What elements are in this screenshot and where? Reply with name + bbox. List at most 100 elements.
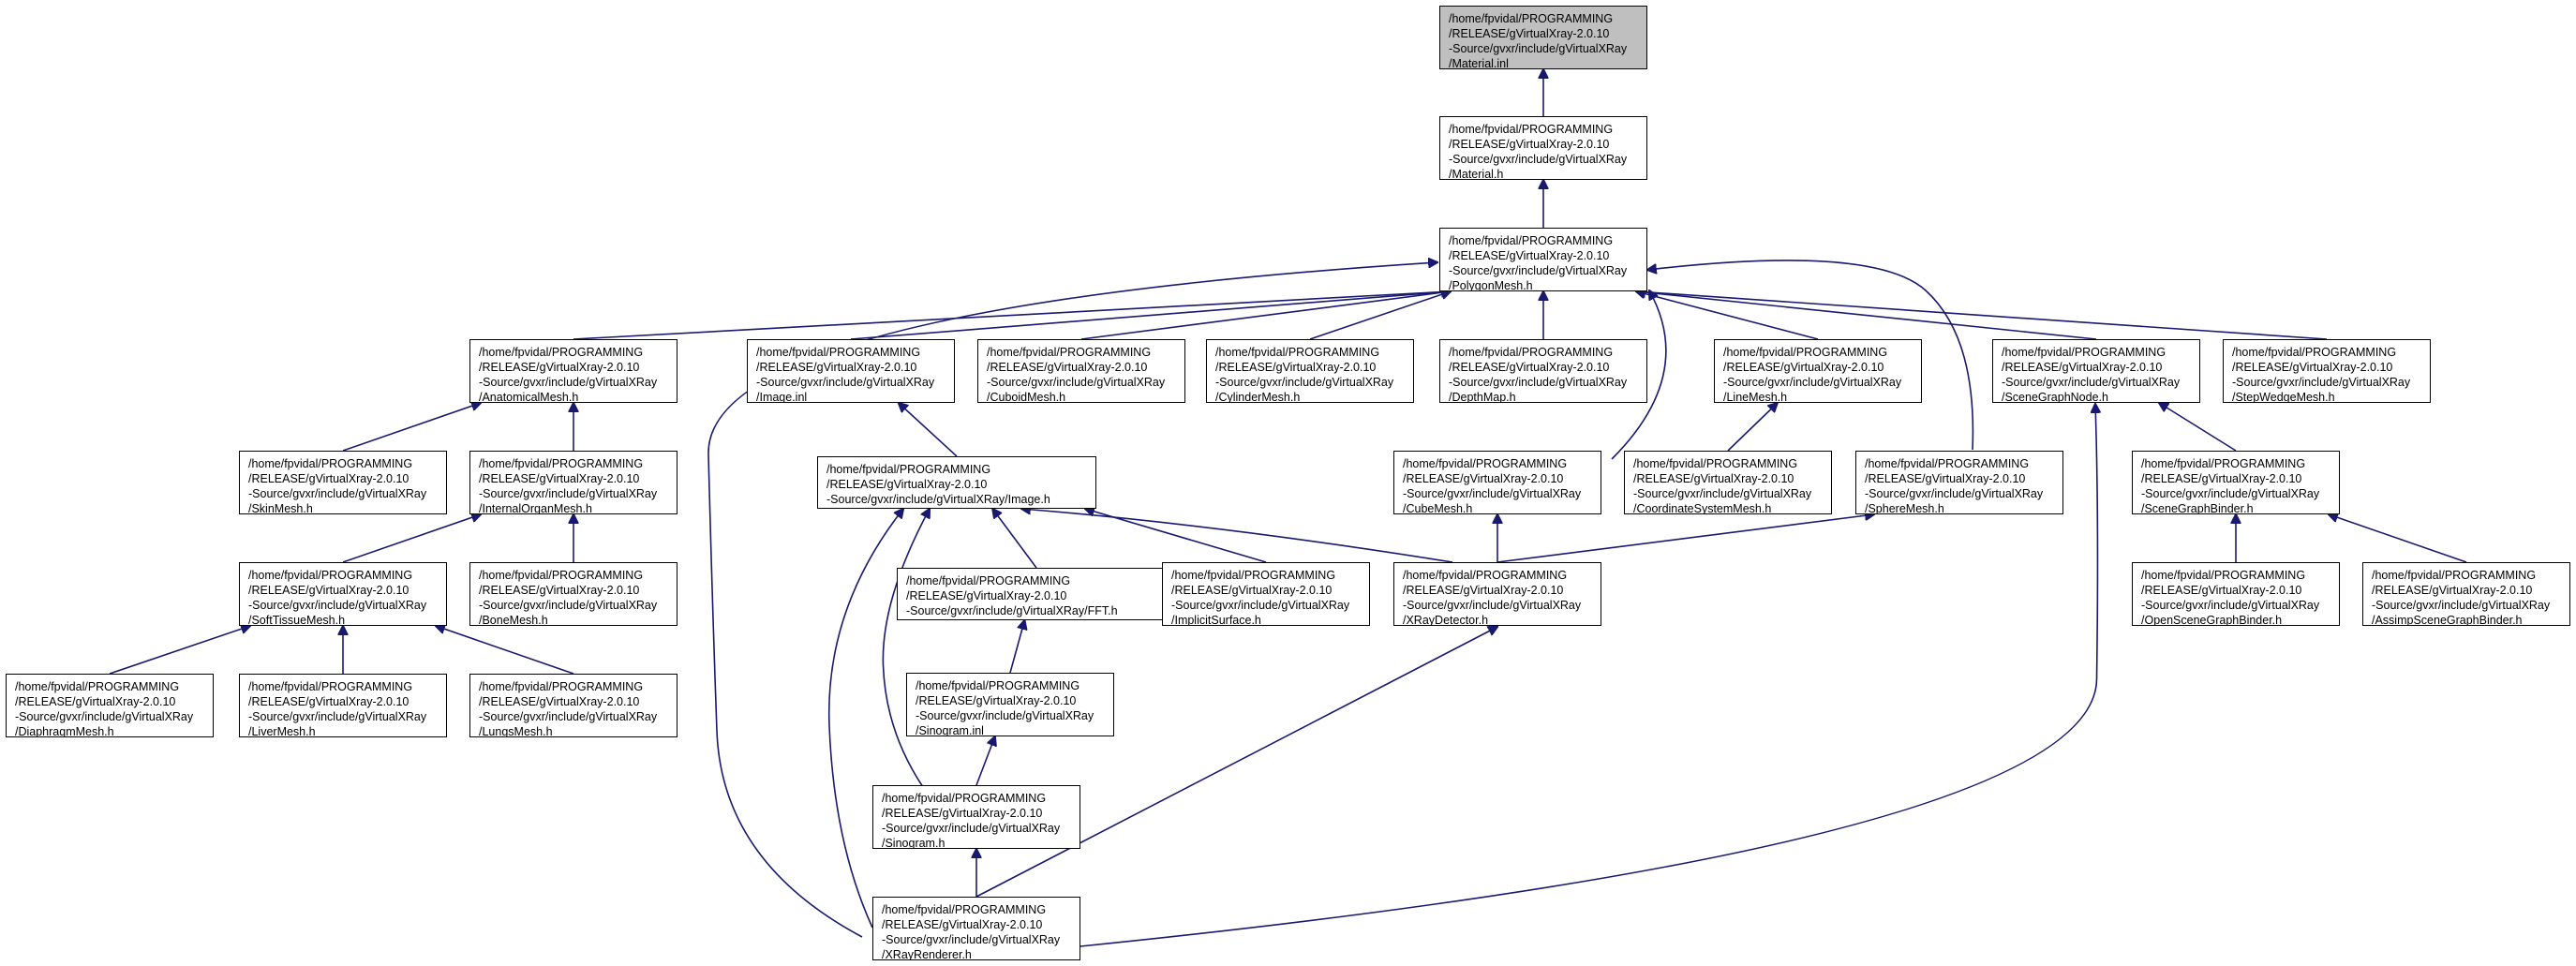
node-cubemesh-h[interactable]: /home/fpvidal/PROGRAMMING/RELEASE/gVirtu…	[1393, 451, 1601, 514]
node-label-line: -Source/gvxr/include/gVirtualXRay	[2141, 487, 2320, 500]
node-label-line: -Source/gvxr/include/gVirtualXRay	[1449, 153, 1628, 166]
node-label-line: /SceneGraphBinder.h	[2141, 502, 2254, 514]
node-livermesh-h[interactable]: /home/fpvidal/PROGRAMMING/RELEASE/gVirtu…	[239, 674, 447, 737]
node-sinogram-h[interactable]: /home/fpvidal/PROGRAMMING/RELEASE/gVirtu…	[872, 785, 1080, 849]
node-coordinatesystemmesh-h[interactable]: /home/fpvidal/PROGRAMMING/RELEASE/gVirtu…	[1624, 451, 1832, 514]
node-label-line: /DiaphragmMesh.h	[15, 725, 114, 737]
node-cylindermesh-h[interactable]: /home/fpvidal/PROGRAMMING/RELEASE/gVirtu…	[1206, 339, 1414, 403]
node-fft-h[interactable]: /home/fpvidal/PROGRAMMING/RELEASE/gVirtu…	[897, 568, 1176, 620]
node-label-line: -Source/gvxr/include/gVirtualXRay	[882, 822, 1061, 835]
edge-scenegraphnode-includes-polygonmesh	[1636, 291, 2097, 340]
node-sinogram-inl[interactable]: /home/fpvidal/PROGRAMMING/RELEASE/gVirtu…	[906, 673, 1114, 736]
node-xrayrenderer-h[interactable]: /home/fpvidal/PROGRAMMING/RELEASE/gVirtu…	[872, 897, 1080, 960]
edge-cuboidmesh-includes-polygonmesh	[1080, 291, 1451, 340]
edge-xrayrenderer-includes-xraydetector	[975, 627, 1497, 898]
node-label-line: /RELEASE/gVirtualXray-2.0.10	[2141, 584, 2302, 597]
node-assimpscenegraphbinder-h[interactable]: /home/fpvidal/PROGRAMMING/RELEASE/gVirtu…	[2362, 562, 2570, 626]
node-label-line: /home/fpvidal/PROGRAMMING	[906, 574, 1071, 587]
node-label-line: /RELEASE/gVirtualXray-2.0.10	[479, 472, 640, 485]
edge-xraydetector-includes-image_h	[1021, 509, 1453, 563]
edge-stepwedgemesh-includes-polygonmesh	[1636, 291, 2328, 340]
edge-sinogram_h-includes-image_h	[882, 509, 930, 788]
node-label-line: /PolygonMesh.h	[1449, 279, 1533, 291]
node-linemesh-h[interactable]: /home/fpvidal/PROGRAMMING/RELEASE/gVirtu…	[1714, 339, 1922, 403]
node-label-line: /SphereMesh.h	[1865, 502, 1944, 514]
node-scenegraphnode-h[interactable]: /home/fpvidal/PROGRAMMING/RELEASE/gVirtu…	[1992, 339, 2200, 403]
edge-assimpscenegraph-includes-scenegraphbinder	[2329, 514, 2467, 563]
node-spheremesh-h[interactable]: /home/fpvidal/PROGRAMMING/RELEASE/gVirtu…	[1855, 451, 2063, 514]
node-label-line: /home/fpvidal/PROGRAMMING	[1449, 346, 1614, 359]
node-skinmesh-h[interactable]: /home/fpvidal/PROGRAMMING/RELEASE/gVirtu…	[239, 451, 447, 514]
edge-sinogram_inl-includes-fft	[1009, 620, 1024, 674]
node-polygonmesh-h[interactable]: /home/fpvidal/PROGRAMMING/RELEASE/gVirtu…	[1439, 228, 1647, 291]
node-label-line: -Source/gvxr/include/gVirtualXRay	[479, 376, 658, 389]
node-label-line: /RELEASE/gVirtualXray-2.0.10	[916, 694, 1077, 707]
node-label-line: -Source/gvxr/include/gVirtualXRay	[1403, 487, 1582, 500]
node-depthmap-h[interactable]: /home/fpvidal/PROGRAMMING/RELEASE/gVirtu…	[1439, 339, 1647, 403]
node-label-line: /LineMesh.h	[1723, 391, 1788, 403]
node-material-h[interactable]: /home/fpvidal/PROGRAMMING/RELEASE/gVirtu…	[1439, 116, 1647, 180]
node-label-line: -Source/gvxr/include/gVirtualXRay	[882, 933, 1061, 946]
node-label-line: /home/fpvidal/PROGRAMMING	[479, 680, 644, 693]
node-label-line: /home/fpvidal/PROGRAMMING	[1633, 457, 1798, 470]
node-label-line: -Source/gvxr/include/gVirtualXRay	[1449, 264, 1628, 277]
node-label-line: /home/fpvidal/PROGRAMMING	[1865, 457, 2030, 470]
node-label-line: /RELEASE/gVirtualXray-2.0.10	[756, 361, 917, 374]
edge-scenegraphbinder-includes-scenegraphnode	[2159, 403, 2237, 452]
node-lungsmesh-h[interactable]: /home/fpvidal/PROGRAMMING/RELEASE/gVirtu…	[469, 674, 678, 737]
node-label-line: -Source/gvxr/include/gVirtualXRay	[479, 599, 658, 612]
node-image-inl[interactable]: /home/fpvidal/PROGRAMMING/RELEASE/gVirtu…	[747, 339, 955, 403]
node-internalorganmesh-h[interactable]: /home/fpvidal/PROGRAMMING/RELEASE/gVirtu…	[469, 451, 678, 514]
node-label-line: /AnatomicalMesh.h	[479, 391, 579, 403]
edge-image_h-includes-image_inl	[899, 403, 958, 457]
node-label-line: -Source/gvxr/include/gVirtualXRay/Image.…	[826, 493, 1050, 506]
node-label-line: /CylinderMesh.h	[1215, 391, 1301, 403]
node-image-h[interactable]: /home/fpvidal/PROGRAMMING/RELEASE/gVirtu…	[817, 456, 1096, 509]
node-label-line: /home/fpvidal/PROGRAMMING	[1449, 123, 1614, 136]
node-label-line: -Source/gvxr/include/gVirtualXRay	[248, 599, 427, 612]
edge-coordsys-includes-linemesh	[1727, 403, 1778, 452]
node-label-line: /home/fpvidal/PROGRAMMING	[826, 463, 991, 476]
node-label-line: -Source/gvxr/include/gVirtualXRay	[2372, 599, 2551, 612]
node-label-line: /home/fpvidal/PROGRAMMING	[916, 679, 1080, 692]
node-label-line: /RELEASE/gVirtualXray-2.0.10	[479, 361, 640, 374]
node-label-line: /RELEASE/gVirtualXray-2.0.10	[2232, 361, 2393, 374]
node-label-line: -Source/gvxr/include/gVirtualXRay	[1449, 376, 1628, 389]
node-label-line: -Source/gvxr/include/gVirtualXRay	[248, 487, 427, 500]
node-label-line: /RELEASE/gVirtualXray-2.0.10	[248, 695, 409, 708]
node-label-line: /Image.inl	[756, 391, 808, 403]
node-label-line: /home/fpvidal/PROGRAMMING	[15, 680, 180, 693]
node-label-line: /RELEASE/gVirtualXray-2.0.10	[2141, 472, 2302, 485]
node-cuboidmesh-h[interactable]: /home/fpvidal/PROGRAMMING/RELEASE/gVirtu…	[977, 339, 1185, 403]
node-label-line: /SoftTissueMesh.h	[248, 614, 346, 626]
node-anatomicalmesh-h[interactable]: /home/fpvidal/PROGRAMMING/RELEASE/gVirtu…	[469, 339, 678, 403]
node-label-line: /RELEASE/gVirtualXray-2.0.10	[2002, 361, 2163, 374]
node-label-line: /RELEASE/gVirtualXray-2.0.10	[1171, 584, 1333, 597]
node-label-line: -Source/gvxr/include/gVirtualXRay	[1171, 599, 1350, 612]
node-label-line: /CoordinateSystemMesh.h	[1633, 502, 1772, 514]
node-openscenegraphbinder-h[interactable]: /home/fpvidal/PROGRAMMING/RELEASE/gVirtu…	[2132, 562, 2340, 626]
edge-cubemesh-includes-polygonmesh	[1611, 290, 1667, 460]
node-label-line: /home/fpvidal/PROGRAMMING	[2002, 346, 2167, 359]
node-label-line: /home/fpvidal/PROGRAMMING	[248, 457, 413, 470]
node-label-line: -Source/gvxr/include/gVirtualXRay	[479, 710, 658, 723]
node-softtissuemesh-h[interactable]: /home/fpvidal/PROGRAMMING/RELEASE/gVirtu…	[239, 562, 447, 626]
node-label-line: /RELEASE/gVirtualXray-2.0.10	[1449, 138, 1610, 151]
node-label-line: /StepWedgeMesh.h	[2232, 391, 2335, 403]
node-label-line: /RELEASE/gVirtualXray-2.0.10	[479, 695, 640, 708]
edge-spheremesh-includes-polygonmesh	[1647, 260, 1974, 451]
node-stepwedgemesh-h[interactable]: /home/fpvidal/PROGRAMMING/RELEASE/gVirtu…	[2223, 339, 2431, 403]
node-diaphragmmesh-h[interactable]: /home/fpvidal/PROGRAMMING/RELEASE/gVirtu…	[6, 674, 214, 737]
node-label-line: -Source/gvxr/include/gVirtualXRay/FFT.h	[906, 604, 1118, 617]
node-implicitsurface-h[interactable]: /home/fpvidal/PROGRAMMING/RELEASE/gVirtu…	[1162, 562, 1370, 626]
node-label-line: /DepthMap.h	[1449, 391, 1516, 403]
edge-sinogram_h-includes-sinogram_inl	[975, 736, 995, 786]
node-xraydetector-h[interactable]: /home/fpvidal/PROGRAMMING/RELEASE/gVirtu…	[1393, 562, 1601, 626]
node-label-line: /Sinogram.h	[882, 837, 946, 849]
node-label-line: /OpenSceneGraphBinder.h	[2141, 614, 2283, 626]
node-label-line: /home/fpvidal/PROGRAMMING	[1403, 457, 1568, 470]
node-label-line: /home/fpvidal/PROGRAMMING	[248, 569, 413, 582]
node-label-line: /RELEASE/gVirtualXray-2.0.10	[1449, 249, 1610, 262]
node-scenegraphbinder-h[interactable]: /home/fpvidal/PROGRAMMING/RELEASE/gVirtu…	[2132, 451, 2340, 514]
node-bonemesh-h[interactable]: /home/fpvidal/PROGRAMMING/RELEASE/gVirtu…	[469, 562, 678, 626]
